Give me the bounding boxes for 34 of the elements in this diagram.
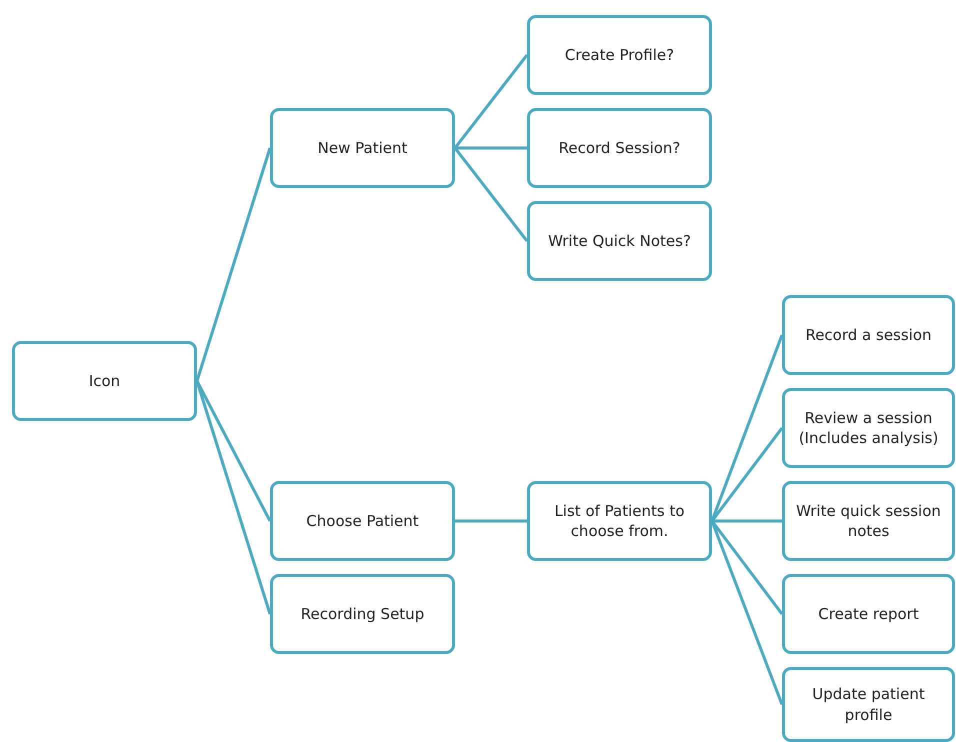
node-label: Create report: [818, 604, 919, 624]
process-box: [270, 574, 455, 654]
node-label: Record Session?: [558, 138, 680, 158]
process-box: [270, 108, 455, 188]
process-box: [782, 574, 955, 654]
connector-line: [454, 54, 528, 149]
process-box: [527, 481, 712, 561]
process-box: [12, 341, 197, 421]
node-label: List of Patients to choose from.: [553, 500, 686, 542]
connector-line: [455, 520, 527, 522]
process-box: [782, 388, 955, 468]
node-label: Record a session: [805, 324, 932, 346]
node-label: Review a session (Includes analysis): [798, 408, 940, 448]
process-box: [782, 481, 955, 561]
connector-line: [712, 520, 782, 522]
connector-line: [455, 146, 527, 150]
node-label: Icon: [88, 370, 120, 392]
node-label: Write quick session notes: [795, 500, 942, 542]
process-box: [527, 201, 712, 281]
node-label: Recording Setup: [300, 604, 424, 624]
connector-line: [196, 380, 272, 614]
process-box: [527, 108, 712, 188]
node-label: Choose Patient: [306, 510, 419, 532]
process-box: [782, 667, 955, 742]
process-box: [782, 295, 955, 375]
node-label: Update patient profile: [811, 684, 926, 725]
node-label: New Patient: [318, 138, 408, 158]
process-box: [270, 481, 455, 561]
connector-line: [454, 147, 528, 242]
node-label: Create Profile?: [564, 44, 674, 66]
process-box: [527, 15, 712, 95]
connector-line: [196, 148, 272, 382]
connector-line: [196, 380, 272, 522]
node-label: Write Quick Notes?: [548, 230, 691, 252]
